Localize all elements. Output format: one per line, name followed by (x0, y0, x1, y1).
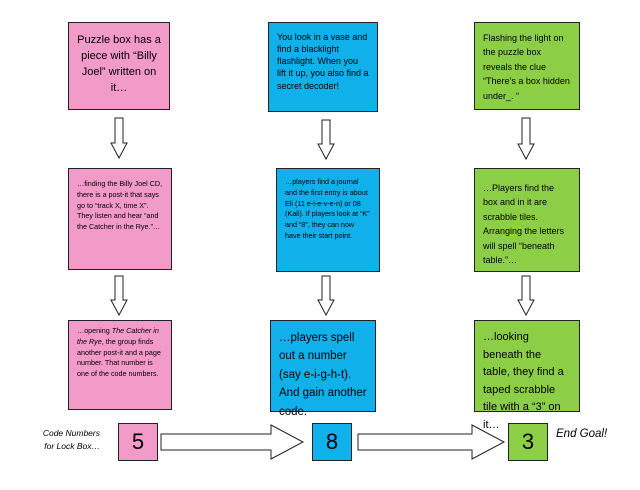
down-arrow-2-2 (317, 275, 335, 317)
step-text-2-1: You look in a vase and find a blacklight… (277, 32, 369, 91)
step-text-2-3: …players spell out a number (say e-i-g-h… (279, 332, 367, 418)
step-text-1-3-after: , the group finds another post-it and a … (77, 336, 161, 379)
right-arrow-2 (357, 424, 506, 460)
step-text-1-3-before: …opening (77, 326, 112, 335)
step-text-3-2: …Players find the box and in it are scra… (483, 183, 565, 265)
down-arrow-2-1 (317, 119, 335, 161)
step-box-1-3: …opening The Catcher in the Rye, the gro… (68, 320, 172, 410)
step-box-3-1: Flashing the light on the puzzle box rev… (474, 22, 580, 110)
code-number-3-value: 3 (521, 429, 535, 454)
code-numbers-label: Code Numbers for Lock Box… (28, 427, 100, 453)
down-arrow-3-1 (517, 117, 535, 161)
step-box-3-3: …looking beneath the table, they find a … (474, 320, 580, 431)
step-box-1-1: Puzzle box has a piece with “Billy Joel”… (68, 22, 170, 110)
step-box-2-1: You look in a vase and find a blacklight… (268, 22, 378, 112)
step-text-3-1: Flashing the light on the puzzle box rev… (483, 33, 570, 101)
step-text-1-2: …finding the Billy Joel CD, there is a p… (77, 179, 163, 232)
code-numbers-label-line1: Code Numbers (42, 428, 100, 438)
step-box-3-2: …Players find the box and in it are scra… (474, 168, 580, 272)
code-number-1-value: 5 (131, 429, 145, 454)
step-text-3-3: …looking beneath the table, they find a … (483, 331, 564, 431)
down-arrow-3-2 (517, 275, 535, 317)
code-number-1: 5 (118, 423, 158, 461)
code-number-2: 8 (312, 423, 352, 461)
step-box-1-2: …finding the Billy Joel CD, there is a p… (68, 168, 172, 270)
end-goal-label: End Goal! (556, 428, 608, 440)
step-box-2-3: …players spell out a number (say e-i-g-h… (270, 320, 376, 418)
down-arrow-1-1 (110, 117, 128, 160)
code-numbers-label-line2: for Lock Box… (44, 441, 100, 452)
code-number-3: 3 (508, 423, 548, 461)
step-text-2-2: …players find a journal and the first en… (285, 177, 370, 240)
step-box-2-2: …players find a journal and the first en… (276, 168, 380, 272)
step-text-1-1: Puzzle box has a piece with “Billy Joel”… (77, 34, 161, 94)
code-number-2-value: 8 (325, 429, 339, 454)
down-arrow-1-2 (110, 275, 128, 317)
right-arrow-1 (160, 424, 305, 460)
book-title: The Catcher in the Rye (77, 326, 159, 346)
